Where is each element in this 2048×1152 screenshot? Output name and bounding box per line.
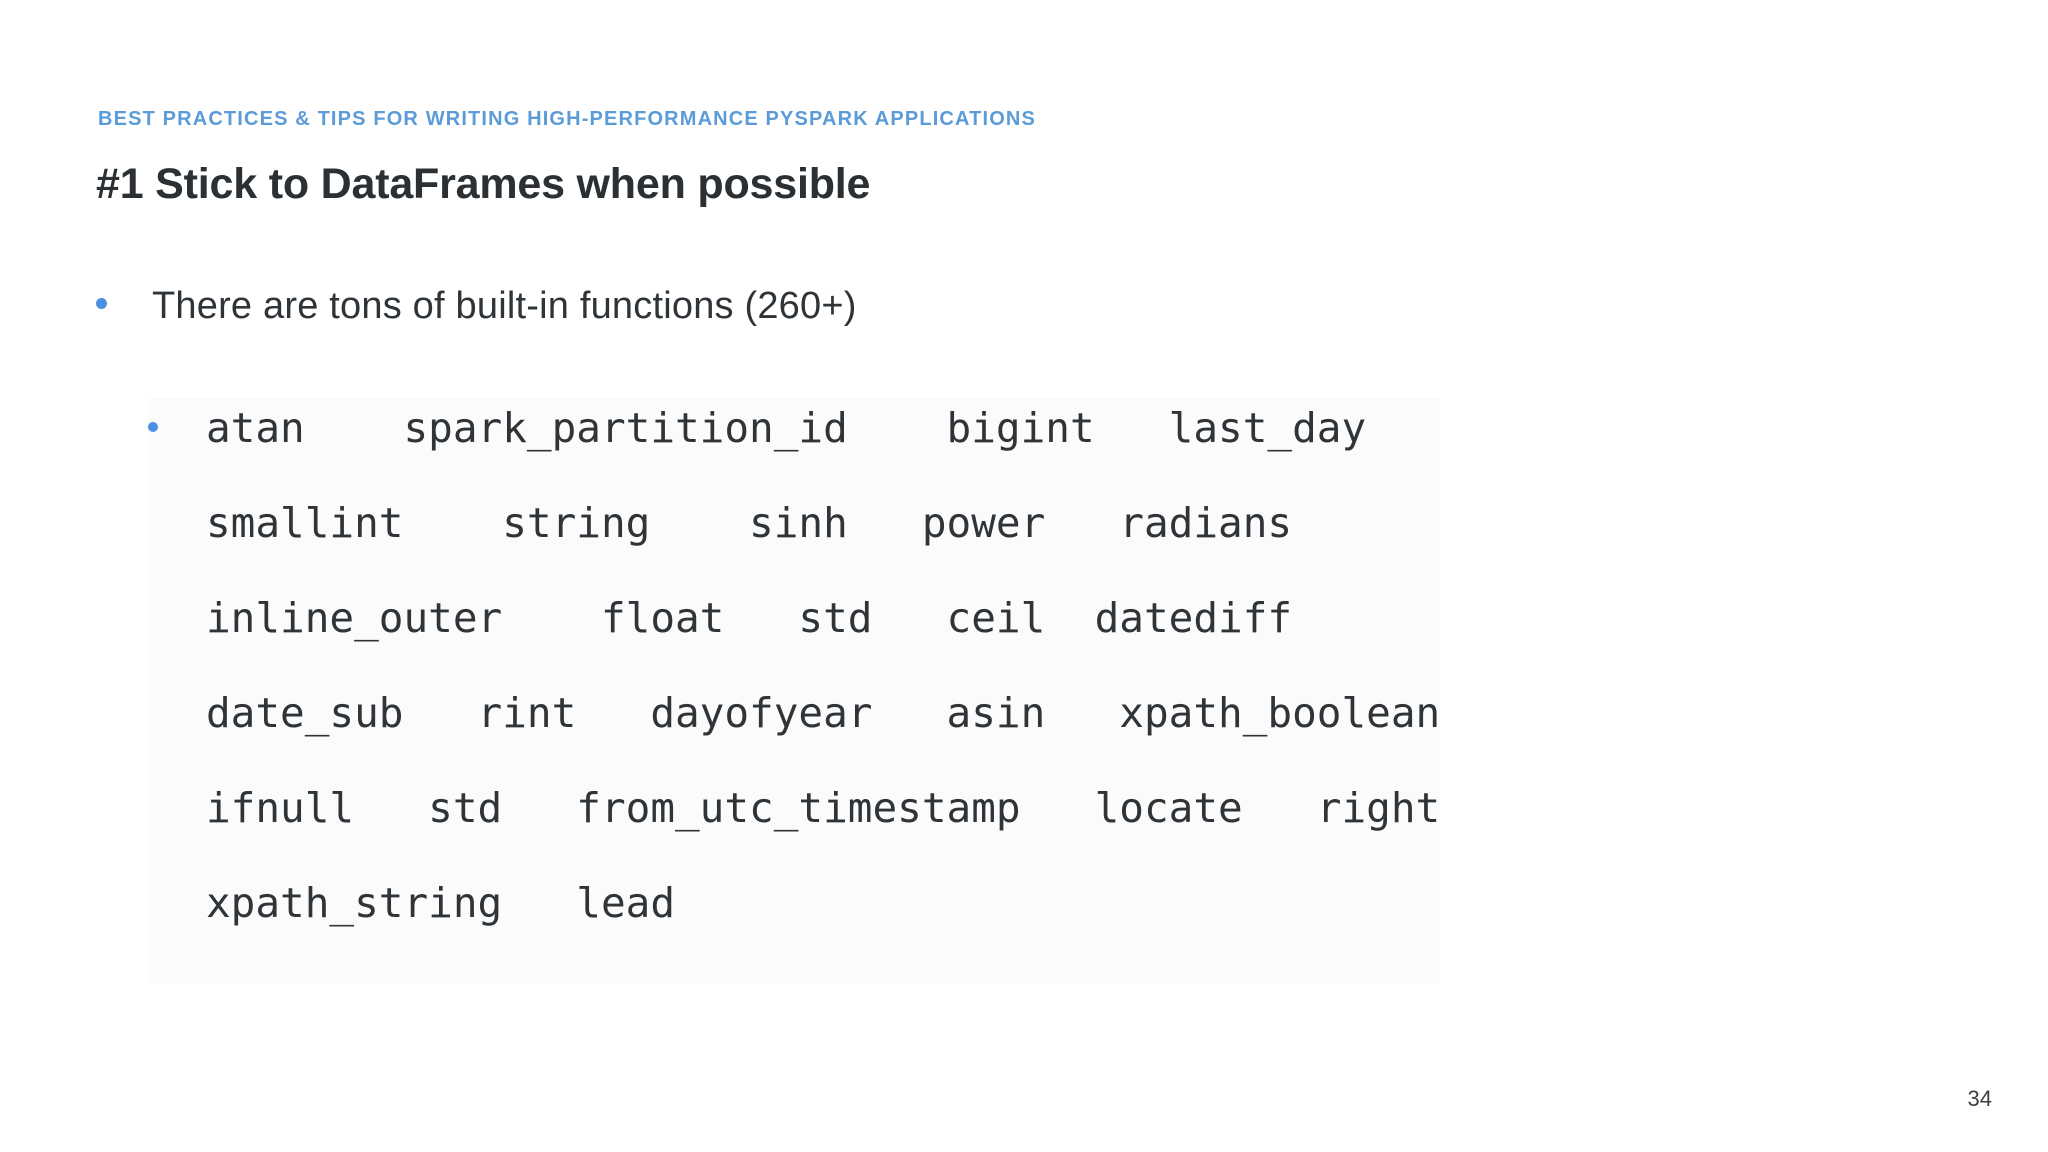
bullet-item-label: There are tons of built-in functions (26… xyxy=(152,285,857,327)
function-list-row: xpath_string lead xyxy=(148,879,1440,974)
function-list-row-text: ifnull std from_utc_timestamp locate rig… xyxy=(206,784,1441,832)
function-list-row-text: inline_outer float std ceil datediff xyxy=(206,594,1293,642)
function-list-row-text: date_sub rint dayofyear asin xpath_boole… xyxy=(206,689,1441,737)
page-number: 34 xyxy=(1967,1086,1992,1111)
sub-bullet-dot-icon xyxy=(148,422,158,432)
function-list-row: inline_outer float std ceil datediff xyxy=(148,594,1440,689)
sub-bullet-dot-icon-placeholder xyxy=(148,707,158,717)
function-list-row: date_sub rint dayofyear asin xpath_boole… xyxy=(148,689,1440,784)
function-list-row-text: xpath_string lead xyxy=(206,879,675,927)
sub-bullet-dot-icon-placeholder xyxy=(148,897,158,907)
function-list-row-text: smallint string sinh power radians xyxy=(206,499,1293,547)
bullet-item-primary: There are tons of built-in functions (26… xyxy=(96,285,857,328)
sub-bullet-dot-icon-placeholder xyxy=(148,612,158,622)
bullet-dot-icon xyxy=(96,298,107,309)
sub-bullet-dot-icon-placeholder xyxy=(148,802,158,812)
page-title: #1 Stick to DataFrames when possible xyxy=(96,160,871,208)
function-list-row-text: atan spark_partition_id bigint last_day xyxy=(206,404,1367,452)
function-list-row: smallint string sinh power radians xyxy=(148,499,1440,594)
function-list-row: ifnull std from_utc_timestamp locate rig… xyxy=(148,784,1440,879)
function-list-row: atan spark_partition_id bigint last_day xyxy=(148,404,1440,499)
slide-eyebrow: BEST PRACTICES & TIPS FOR WRITING HIGH-P… xyxy=(98,108,1036,130)
function-list-block: atan spark_partition_id bigint last_day … xyxy=(148,398,1441,984)
sub-bullet-dot-icon-placeholder xyxy=(148,517,158,527)
